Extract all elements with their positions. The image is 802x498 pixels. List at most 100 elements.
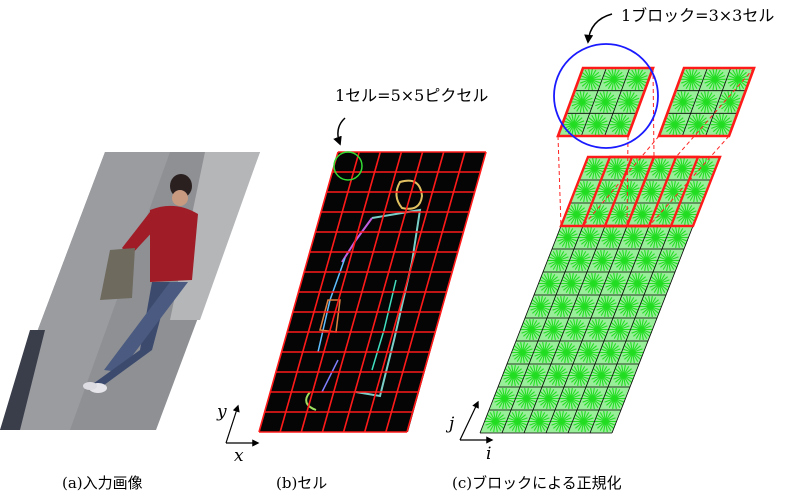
hog-ray bbox=[512, 348, 533, 357]
hog-ray bbox=[596, 302, 617, 311]
hog-ray bbox=[494, 394, 515, 403]
hog-ray bbox=[650, 164, 671, 173]
hog-ray bbox=[578, 348, 599, 357]
block-axes bbox=[459, 400, 494, 444]
hog-ray bbox=[548, 256, 569, 265]
hog-ray bbox=[672, 164, 693, 173]
normalized-block-right bbox=[657, 66, 756, 138]
hog-ray bbox=[649, 279, 670, 288]
hog-ray bbox=[727, 75, 749, 84]
hog-ray bbox=[603, 75, 625, 84]
hog-ray bbox=[711, 120, 732, 129]
cell-grid-image bbox=[258, 117, 487, 433]
hog-ray bbox=[640, 302, 661, 311]
caption-cell: (b)セル bbox=[276, 474, 328, 492]
axis-y-label: y bbox=[217, 402, 227, 422]
hog-ray bbox=[614, 256, 635, 265]
block-projection-lines bbox=[557, 67, 755, 227]
hog-ray bbox=[610, 120, 631, 129]
hog-ray bbox=[696, 97, 717, 107]
hog-ray bbox=[525, 371, 546, 380]
hog-ray bbox=[672, 97, 694, 107]
hog-ray bbox=[618, 302, 639, 311]
hog-ray bbox=[687, 120, 709, 129]
hog-ray bbox=[658, 256, 679, 265]
hog-ray bbox=[565, 325, 586, 334]
hog-ray bbox=[584, 164, 605, 173]
hog-cell-grid bbox=[479, 156, 721, 434]
projection-line bbox=[675, 67, 755, 158]
hog-ray bbox=[583, 279, 604, 288]
hog-ray bbox=[552, 302, 573, 311]
hog-ray bbox=[623, 233, 644, 242]
projection-line bbox=[652, 67, 655, 158]
hog-ray bbox=[503, 371, 524, 380]
hog-ray bbox=[588, 210, 609, 219]
hog-grid-vline bbox=[604, 67, 631, 137]
projection-line bbox=[557, 135, 562, 227]
block-outline bbox=[625, 155, 722, 228]
cell-grid-lines bbox=[258, 151, 487, 433]
hog-ray bbox=[636, 256, 657, 265]
hog-ray bbox=[694, 164, 715, 173]
cell-arrow bbox=[333, 117, 346, 146]
hog-ray bbox=[595, 97, 616, 107]
hog-ray bbox=[631, 325, 652, 334]
hog-ray bbox=[485, 417, 506, 426]
hog-grid-vline bbox=[681, 67, 708, 137]
axis-j-label: j bbox=[449, 414, 455, 434]
hog-ray bbox=[626, 75, 648, 84]
hog-ray bbox=[587, 325, 608, 334]
block-size-label: 1ブロック=3×3セル bbox=[621, 6, 775, 25]
hog-ray bbox=[591, 371, 612, 380]
projection-line bbox=[582, 135, 660, 227]
caption-input-image: (a)入力画像 bbox=[62, 474, 143, 492]
hog-ray bbox=[534, 348, 555, 357]
hog-ray bbox=[573, 417, 594, 426]
hog-ray bbox=[627, 279, 648, 288]
hog-ray bbox=[618, 97, 640, 107]
hog-ray bbox=[619, 187, 640, 196]
block-arrow bbox=[584, 13, 613, 44]
hog-ray bbox=[561, 279, 582, 288]
hog-ray bbox=[597, 187, 618, 196]
axis-i-label: i bbox=[486, 444, 492, 464]
hog-ray bbox=[654, 210, 675, 219]
hog-ray bbox=[667, 233, 688, 242]
hog-ray bbox=[507, 417, 528, 426]
hog-ray bbox=[604, 394, 625, 403]
hog-ray bbox=[530, 302, 551, 311]
hog-ray bbox=[557, 233, 578, 242]
caption-block-normalization: (c)ブロックによる正規化 bbox=[452, 474, 622, 492]
hog-grid-vline bbox=[705, 67, 732, 137]
hog-ray bbox=[529, 417, 550, 426]
hog-ray bbox=[610, 210, 631, 219]
hog-ray bbox=[681, 75, 702, 84]
hog-ray bbox=[676, 210, 697, 219]
cell-axes bbox=[225, 404, 260, 447]
hog-ray bbox=[719, 97, 741, 107]
hog-ray bbox=[601, 233, 622, 242]
hog-ray bbox=[563, 120, 585, 129]
hog-ray bbox=[628, 164, 649, 173]
hog-ray bbox=[663, 187, 684, 196]
axis-x-label: x bbox=[234, 446, 244, 466]
hog-ray bbox=[595, 417, 616, 426]
hog-ray bbox=[664, 120, 686, 129]
hog-ray bbox=[574, 302, 595, 311]
hog-ray bbox=[571, 97, 593, 107]
block-highlight-circle bbox=[553, 43, 659, 149]
hog-ray bbox=[579, 233, 600, 242]
hog-ray bbox=[704, 75, 726, 84]
hog-ray bbox=[556, 348, 577, 357]
hog-ray bbox=[560, 394, 581, 403]
hog-ray bbox=[609, 325, 630, 334]
hog-ray bbox=[570, 256, 591, 265]
hog-ray bbox=[592, 256, 613, 265]
hog-ray bbox=[521, 325, 542, 334]
cell-size-label: 1セル=5×5ピクセル bbox=[335, 86, 489, 105]
hog-ray bbox=[566, 210, 587, 219]
hog-grid-vline bbox=[580, 67, 607, 137]
hog-ray bbox=[538, 394, 559, 403]
hog-ray bbox=[622, 348, 643, 357]
